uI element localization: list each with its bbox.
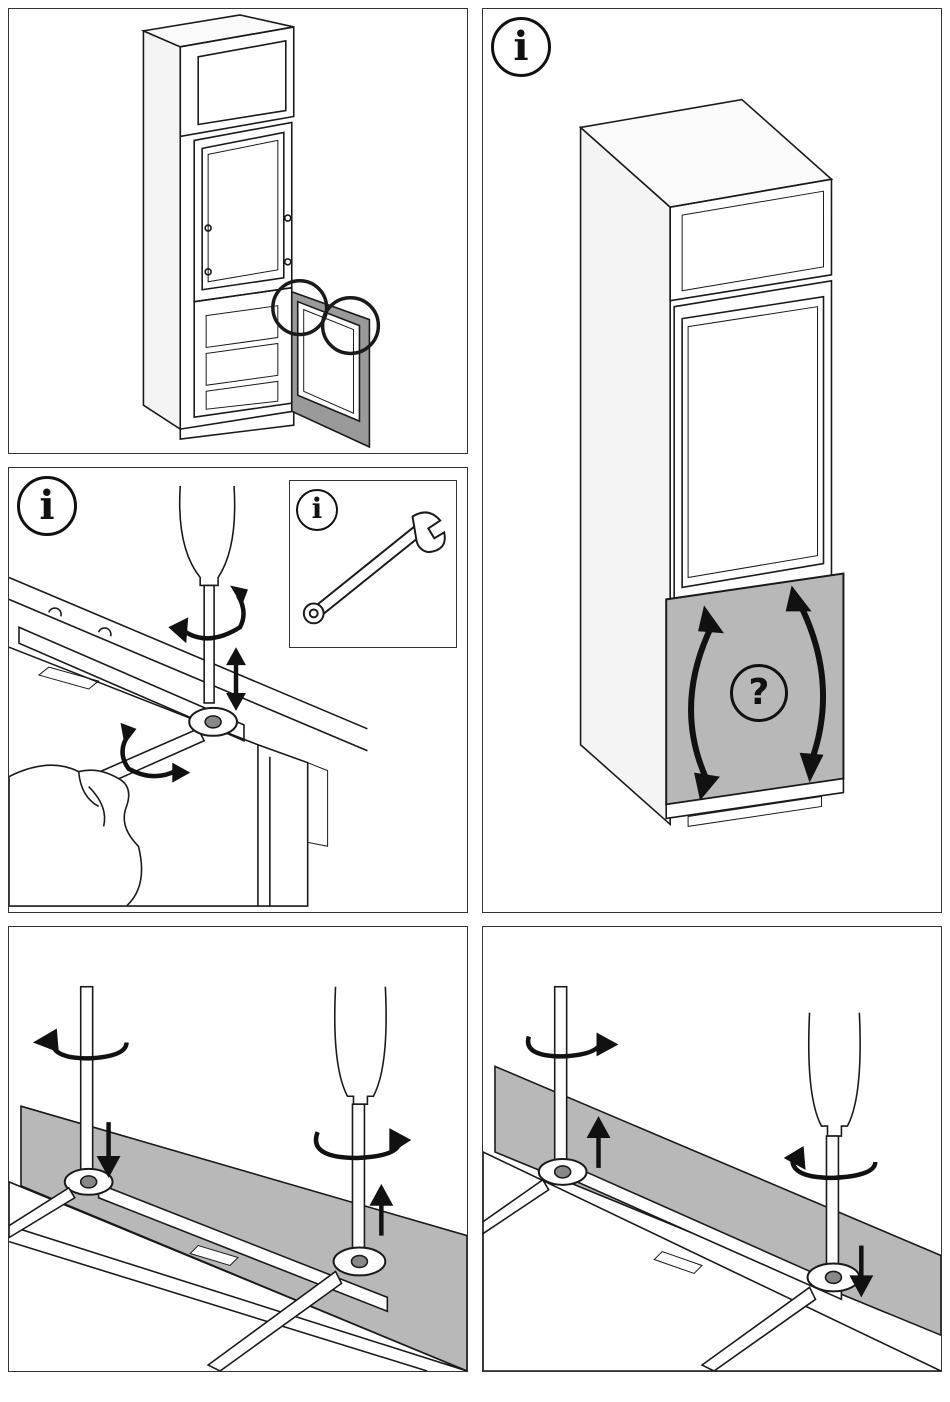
cabinet-open-door-illustration — [9, 9, 467, 453]
panel-hinge-adjust: i i — [8, 467, 468, 913]
panel-door-panel-adjust: i ? — [482, 8, 942, 913]
info-icon: i — [491, 17, 551, 77]
info-icon: i — [17, 476, 77, 536]
panel-screws-direction-b — [482, 926, 942, 1372]
panel-cabinet-open-door — [8, 8, 468, 454]
screw-adjust-a-illustration — [9, 927, 467, 1371]
screw-adjust-b-illustration — [483, 927, 941, 1371]
info-icon: i — [296, 489, 338, 531]
panel-screws-direction-a — [8, 926, 468, 1372]
question-icon: ? — [730, 664, 788, 722]
wrench-inset: i — [289, 480, 457, 648]
cabinet-door-panel-illustration — [483, 9, 941, 912]
